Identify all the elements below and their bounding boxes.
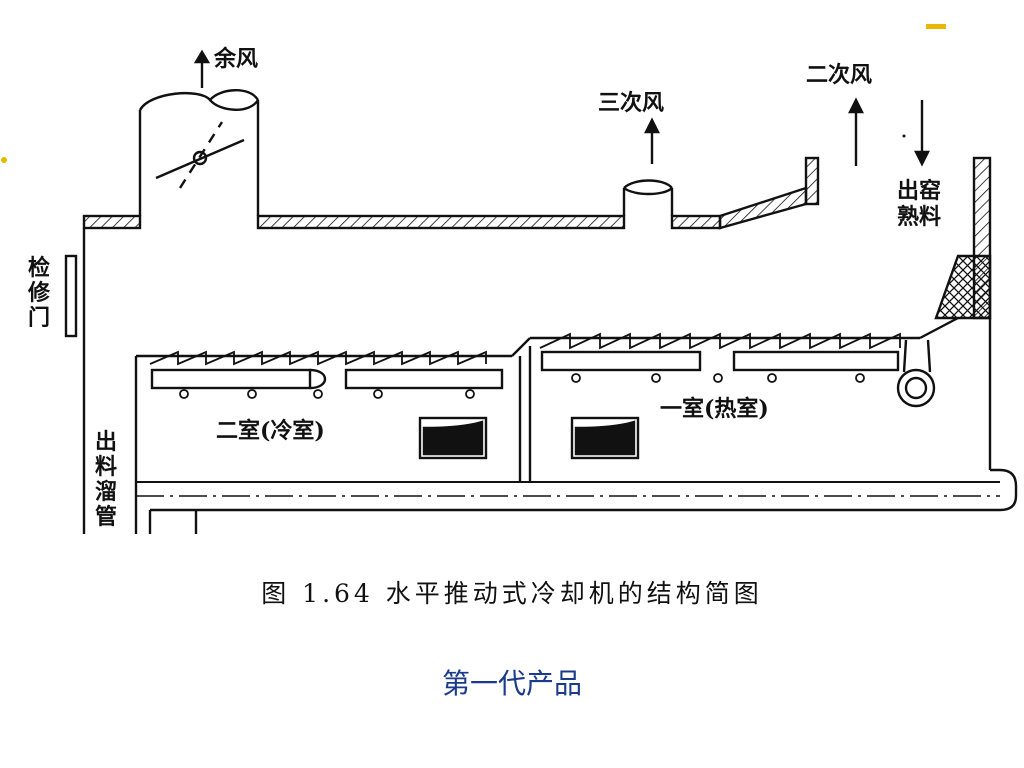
grate-plate xyxy=(540,350,702,372)
grate-plate xyxy=(344,368,504,390)
exhaust-air-label: 余风 xyxy=(214,46,259,72)
grate-plate xyxy=(150,368,312,390)
grate-teeth xyxy=(149,350,487,366)
roof-left xyxy=(82,214,142,230)
cross-hatched-block xyxy=(934,254,992,320)
fan-icon xyxy=(570,416,640,460)
roof-right xyxy=(670,214,722,230)
chimney-top xyxy=(138,89,260,111)
roof-slope xyxy=(718,186,808,230)
subtitle: 第一代产品 xyxy=(441,667,582,700)
figure-caption: 图 1.64 水平推动式冷却机的结构简图 xyxy=(261,579,763,608)
inspection-door xyxy=(64,254,78,338)
accent-mark xyxy=(926,24,946,29)
grate-plate xyxy=(732,350,900,372)
riser-wall xyxy=(804,156,820,206)
tertiary-air-label: 三次风 xyxy=(598,90,665,116)
secondary-air-label: 二次风 xyxy=(806,62,873,88)
fan-icon xyxy=(418,416,488,460)
chamber-one-label: 一室(热室) xyxy=(660,396,769,422)
discharge-chute-label: 出料溜管 xyxy=(94,429,117,530)
roller xyxy=(896,368,936,408)
grate-teeth xyxy=(539,332,901,350)
kiln-clinker-label: 出窑熟料 xyxy=(897,178,942,230)
inspection-door-label: 检修门 xyxy=(27,255,50,331)
damper-pivot xyxy=(192,150,208,166)
roof-middle xyxy=(256,214,626,230)
chamber-two-label: 二室(冷室) xyxy=(216,418,325,444)
